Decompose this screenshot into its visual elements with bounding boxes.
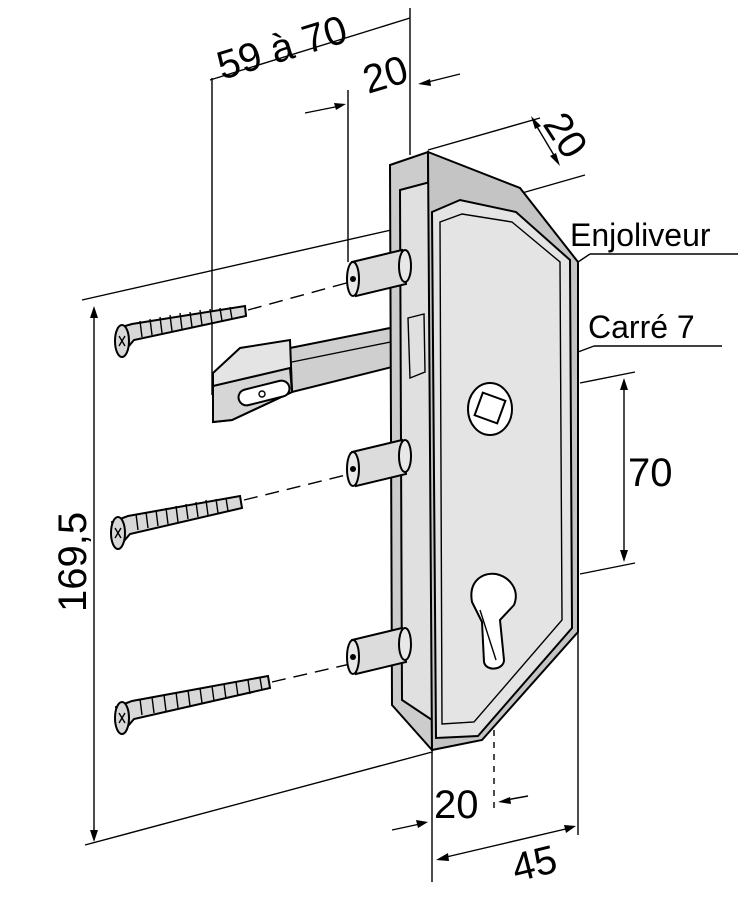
standoff-middle [346,438,412,488]
dimension-width: 45 [436,632,579,891]
screw-middle [110,494,244,551]
trim-plate [426,150,579,752]
dimension-cylinder-offset-label: 20 [434,783,479,827]
cylinder-hole [470,572,517,670]
dimension-hole-spacing: 70 [579,371,673,575]
dimension-top-offset-label: 20 [358,48,413,103]
screw-axis-lines [243,281,351,683]
dimension-thickness-label: 20 [534,105,595,166]
dimension-overall-height-label: 169,5 [51,512,95,612]
dimension-cylinder-offset: 20 [391,730,529,882]
screw-bottom [114,674,272,736]
label-trim-plate: Enjoliveur [570,217,738,263]
dimension-hole-spacing-label: 70 [628,451,673,495]
standoff-bottom [346,626,412,676]
label-square-spindle-text: Carré 7 [588,309,695,345]
label-square-spindle: Carré 7 [577,309,722,353]
dimension-bolt-range-label: 59 à 70 [212,8,353,89]
dimension-width-label: 45 [508,837,562,890]
standoff-top [346,248,412,298]
dimension-overall-height: 169,5 [51,227,433,846]
screw-top [114,304,248,358]
latch-bolt [212,320,421,424]
square-spindle-hole [467,382,513,436]
label-trim-plate-text: Enjoliveur [570,217,711,253]
